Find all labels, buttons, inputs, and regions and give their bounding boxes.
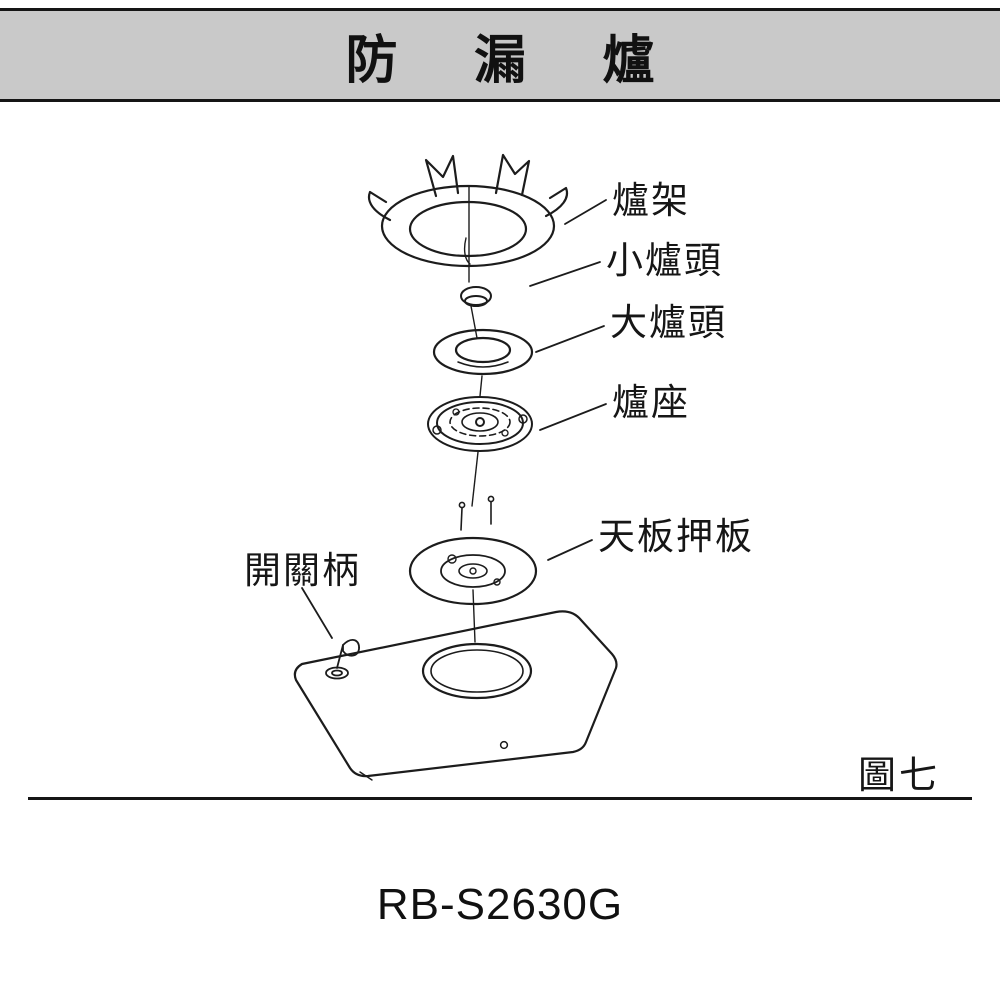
leader-switch-handle <box>301 587 333 639</box>
press-plate-drawing <box>408 536 538 606</box>
burner-base-drawing <box>427 396 533 452</box>
label-grate: 爐架 <box>612 180 690 221</box>
leader-grate <box>564 199 607 225</box>
label-large-burner-head: 大爐頭 <box>610 302 727 343</box>
leader-lines <box>301 199 607 639</box>
small-burner-head-drawing <box>460 286 492 307</box>
page-title: 防 漏 爐 <box>345 31 669 90</box>
burner-grate-drawing <box>367 153 569 268</box>
cooktop-panel-drawing <box>293 610 618 781</box>
figure-caption: 圖七 <box>858 755 941 797</box>
label-small-burner-head: 小爐頭 <box>606 240 723 281</box>
label-switch-handle: 開關柄 <box>244 550 361 591</box>
large-burner-head-drawing <box>432 328 534 376</box>
title-banner: 防 漏 爐 <box>0 8 1000 102</box>
switch-handle-drawing <box>325 639 360 680</box>
label-burner-base: 爐座 <box>612 382 690 423</box>
mounting-pins-drawing <box>458 495 495 531</box>
label-top-plate-press-plate: 天板押板 <box>598 516 754 557</box>
leader-base <box>539 403 607 431</box>
bottom-divider <box>28 797 972 800</box>
leader-large-head <box>535 325 605 353</box>
model-number: RB-S2630G <box>376 880 624 929</box>
leader-small-head <box>529 261 601 287</box>
leader-press-plate <box>547 539 593 561</box>
